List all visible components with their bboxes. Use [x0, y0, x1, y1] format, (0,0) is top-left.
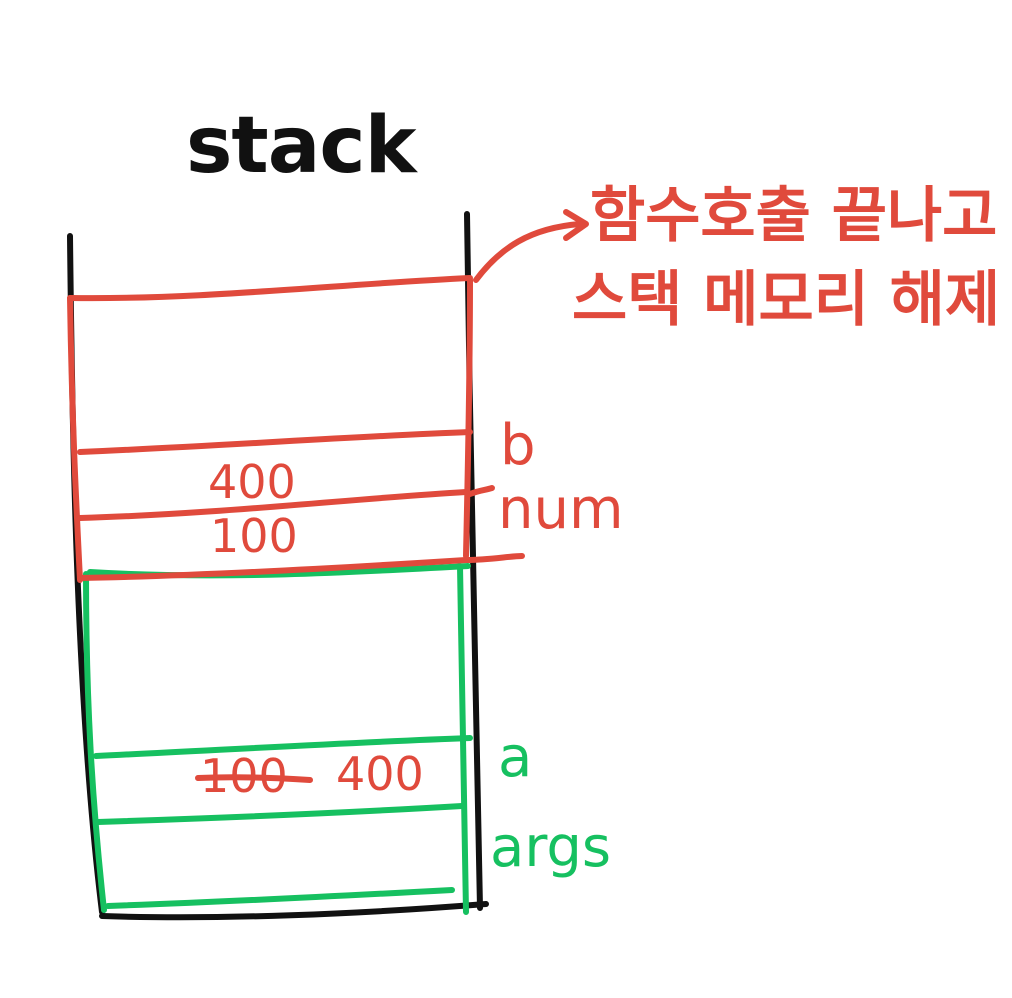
release-arrow-curve [473, 221, 583, 283]
slot-a-top-line [93, 735, 473, 759]
slot-args-label: args [490, 815, 611, 880]
main-frame [83, 563, 473, 915]
called-frame-top [67, 275, 473, 302]
release-arrowhead-icon [563, 209, 589, 241]
slot-b-value: 400 [208, 455, 296, 509]
slot-num-label: num [498, 477, 624, 542]
slot-b-top-line [77, 429, 473, 455]
slot-num-value: 100 [210, 509, 298, 563]
called-frame-bottom [77, 557, 469, 581]
slot-num-tick [467, 485, 495, 497]
stack-bottom [99, 901, 489, 921]
release-note-line1: 함수호출 끝나고 [590, 181, 997, 251]
release-arrow [473, 209, 589, 283]
slot-num-top-line [77, 489, 469, 521]
called-frame [67, 275, 525, 583]
main-frame-left [83, 571, 107, 913]
called-frame-right [463, 277, 473, 559]
slot-a-label: a [498, 725, 532, 790]
called-frame-bottom-tail [463, 553, 525, 563]
main-frame-bottom [105, 887, 455, 909]
slot-a-bottom-line [95, 803, 465, 825]
called-frame-left [67, 295, 83, 583]
slot-a-new-value: 400 [336, 747, 424, 801]
strikethrough-mark [195, 774, 313, 783]
slot-b-label: b [500, 413, 536, 478]
release-note-line2: 스택 메모리 해제 [572, 265, 1000, 335]
diagram-title: stack [186, 101, 419, 191]
